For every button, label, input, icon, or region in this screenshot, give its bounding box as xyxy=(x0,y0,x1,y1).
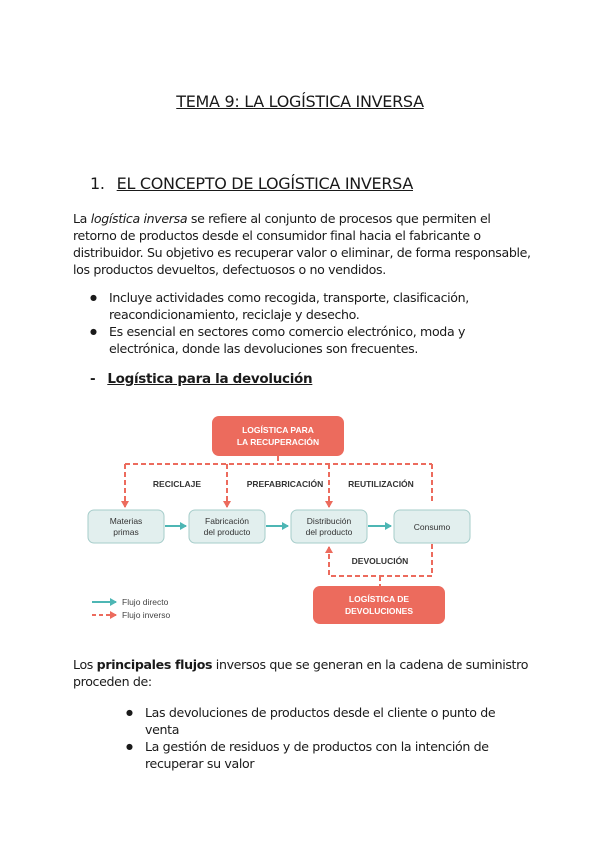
node-distribucion xyxy=(290,509,368,544)
node-distribucion-line1: Distribución xyxy=(307,516,352,526)
recovery-logistics-line1: LOGÍSTICA PARA xyxy=(242,425,314,435)
recovery-dashed-line xyxy=(125,456,433,504)
returns-logistics-line1: LOGÍSTICA DE xyxy=(349,594,409,604)
node-fabricacion-line1: Fabricación xyxy=(205,516,249,526)
section-number: 1. xyxy=(90,174,105,193)
node-consumo xyxy=(393,509,471,544)
list-item: La gestión de residuos y de productos co… xyxy=(126,738,526,772)
legend-direct-label: Flujo directo xyxy=(122,597,169,607)
intro-term: logística inversa xyxy=(90,211,188,226)
list-item: Las devoluciones de productos desde el c… xyxy=(126,704,526,738)
node-consumo-label: Consumo xyxy=(414,522,451,532)
section-heading: 1. EL CONCEPTO DE LOGÍSTICA INVERSA xyxy=(90,174,413,193)
devolucion-label: DEVOLUCIÓN xyxy=(352,555,409,566)
intro-pre: La xyxy=(73,211,91,226)
returns-logistics-box xyxy=(313,586,445,624)
subsection-dash: - xyxy=(90,371,96,387)
section-title: EL CONCEPTO DE LOGÍSTICA INVERSA xyxy=(116,174,414,193)
intro-paragraph: La logística inversa se refiere al conju… xyxy=(73,210,533,278)
flows-pre: Los xyxy=(73,657,97,672)
flows-post: inversos que se generan en la cadena de … xyxy=(73,657,529,689)
subsection-title: Logística para la devolución xyxy=(107,371,313,387)
prefabricacion-label: PREFABRICACIÓN xyxy=(247,478,324,489)
list-item: Es esencial en sectores como comercio el… xyxy=(90,323,520,357)
intro-post: se refiere al conjunto de procesos que p… xyxy=(73,211,531,277)
node-fabricacion-line2: del producto xyxy=(204,527,251,537)
subsection-heading: -Logística para la devolución xyxy=(90,371,313,387)
flows-paragraph: Los principales flujos inversos que se g… xyxy=(73,656,533,690)
flows-strong: principales flujos xyxy=(96,657,213,672)
reutilizacion-label: REUTILIZACIÓN xyxy=(348,478,414,489)
bullet-list-flows: Las devoluciones de productos desde el c… xyxy=(126,704,526,772)
bullet-list-activities: Incluye actividades como recogida, trans… xyxy=(90,289,520,357)
page-title: TEMA 9: LA LOGÍSTICA INVERSA xyxy=(176,92,424,111)
reverse-logistics-diagram: LOGÍSTICA PARA LA RECUPERACIÓN RECICLAJE… xyxy=(87,416,471,624)
node-fabricacion xyxy=(188,509,266,544)
node-materias-primas-line2: primas xyxy=(113,527,139,537)
node-materias-primas-line1: Materias xyxy=(110,516,143,526)
reciclaje-label: RECICLAJE xyxy=(153,479,202,489)
recovery-logistics-line2: LA RECUPERACIÓN xyxy=(237,436,319,447)
node-distribucion-line2: del producto xyxy=(306,527,353,537)
returns-logistics-line2: DEVOLUCIONES xyxy=(345,606,413,616)
list-item: Incluye actividades como recogida, trans… xyxy=(90,289,520,323)
node-materias-primas xyxy=(87,509,165,544)
legend-inverse-label: Flujo inverso xyxy=(122,610,170,620)
recovery-logistics-box xyxy=(212,416,344,456)
